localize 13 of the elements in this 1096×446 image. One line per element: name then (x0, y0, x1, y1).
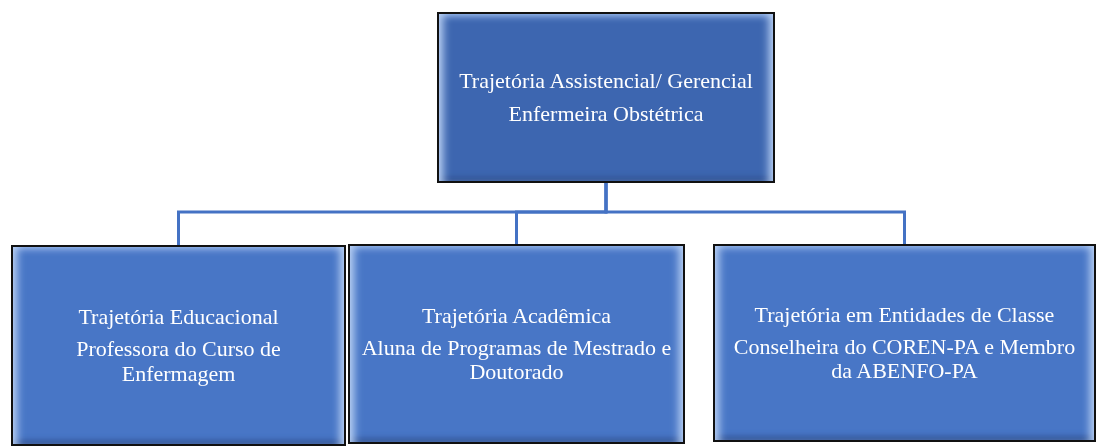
process-box (713, 244, 1096, 442)
box-title: Trajetória Educacional (78, 305, 279, 330)
box-title: Trajetória Assistencial/ Gerencial (459, 69, 753, 94)
connector-line (604, 183, 906, 244)
box-title: Trajetória em Entidades de Classe (754, 302, 1055, 327)
process-box (437, 12, 775, 183)
box-title: Trajetória Acadêmica (421, 303, 612, 328)
process-box (348, 244, 685, 444)
box-text: Conselheira do COREN-PA e Membro da ABENFO-PA (732, 334, 1077, 384)
box-text: Professora do Curso de Enfermagem (75, 337, 282, 386)
process-box (11, 245, 346, 446)
box-text: Aluna de Programas de Mestrado e Doutorado (360, 335, 673, 385)
box-text: Enfermeira Obstétrica (508, 101, 704, 126)
